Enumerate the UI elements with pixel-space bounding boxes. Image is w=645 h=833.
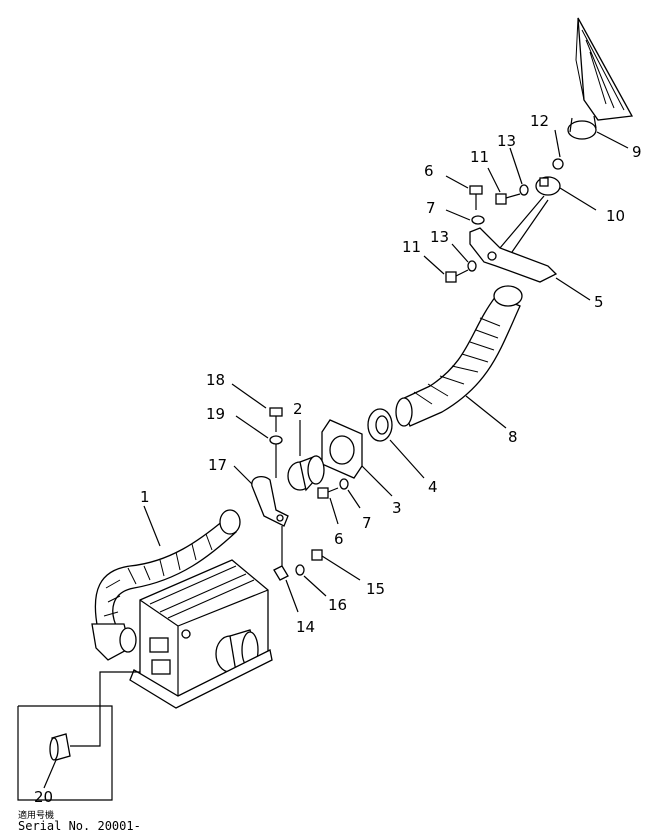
- callout-11-lower: 11: [402, 238, 421, 256]
- serial-label-jp: 適用号機: [18, 809, 54, 821]
- part-8-duct-hose: [395, 285, 523, 429]
- part-5-bracket: [469, 195, 591, 301]
- callout-11-upper: 11: [470, 148, 489, 166]
- part-2-sleeve: [287, 420, 325, 492]
- part-4-seal-ring: [367, 408, 425, 479]
- callout-6-lower: 6: [334, 530, 344, 548]
- callout-20: 20: [34, 788, 53, 806]
- callout-5: 5: [594, 293, 604, 311]
- part-9-defroster-nozzle: [567, 17, 634, 149]
- part-17-clamp: [233, 465, 289, 566]
- serial-label: Serial No. 20001-: [18, 819, 141, 833]
- upper-fasteners: [423, 147, 529, 283]
- part-1-heater-unit: [91, 505, 273, 709]
- callout-labels: 1 2 3 4 5 6 6 7 7 8 9 10 11 11 12 13 13 …: [34, 112, 642, 806]
- part-3-flange-plate: [321, 419, 393, 497]
- callout-17: 17: [208, 456, 227, 474]
- middle-fasteners: [317, 478, 361, 525]
- callout-19: 19: [206, 405, 225, 423]
- callout-18: 18: [206, 371, 225, 389]
- callout-3: 3: [392, 499, 402, 517]
- callout-2: 2: [293, 400, 303, 418]
- part-12-nut: [552, 129, 564, 170]
- parts-18-19-bolt-washer: [231, 383, 283, 478]
- part-20-inset: [17, 671, 140, 801]
- callout-12: 12: [530, 112, 549, 130]
- callout-9: 9: [632, 143, 642, 161]
- callout-13-lower: 13: [430, 228, 449, 246]
- callout-6-upper: 6: [424, 162, 434, 180]
- callout-4: 4: [428, 478, 438, 496]
- callout-1: 1: [140, 488, 150, 506]
- callout-10: 10: [606, 207, 625, 225]
- callout-7-upper: 7: [426, 199, 436, 217]
- part-10-clamp: [535, 176, 597, 211]
- callout-14: 14: [296, 618, 315, 636]
- serial-info: 適用号機 Serial No. 20001-: [18, 809, 141, 833]
- callout-16: 16: [328, 596, 347, 614]
- callout-13-upper: 13: [497, 132, 516, 150]
- callout-7-lower: 7: [362, 514, 372, 532]
- callout-8: 8: [508, 428, 518, 446]
- callout-15: 15: [366, 580, 385, 598]
- lower-fasteners: [273, 549, 361, 613]
